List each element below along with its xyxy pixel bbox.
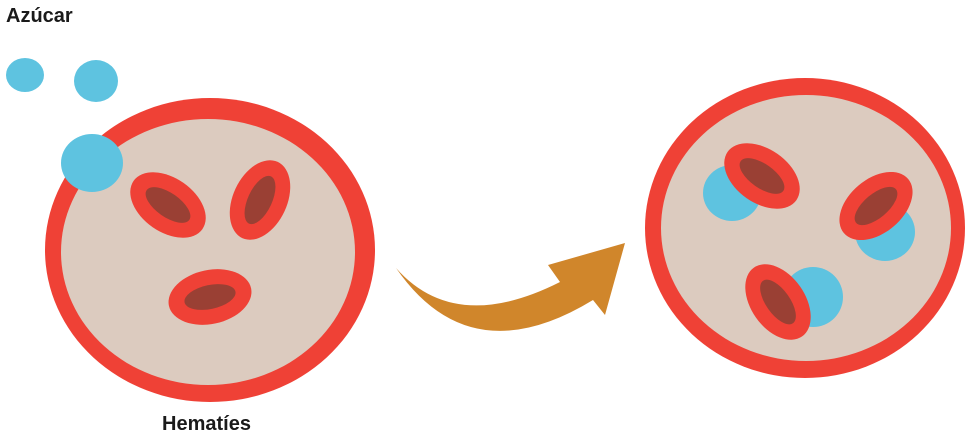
glucose-molecule (74, 60, 118, 102)
glucose-molecules (6, 58, 123, 192)
red-blood-cells-label: Hematíes (162, 413, 251, 436)
glucose-molecule (6, 58, 44, 92)
vessel-after (645, 78, 965, 378)
glucose-molecule (61, 134, 123, 192)
sugar-label: Azúcar (6, 5, 73, 28)
curved-arrow-right-icon (396, 243, 625, 331)
